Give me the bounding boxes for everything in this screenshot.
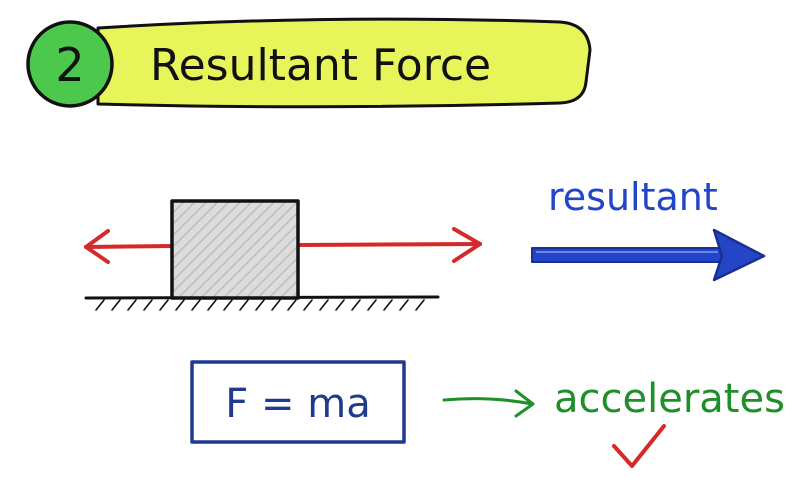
right-force-arrow	[296, 227, 482, 263]
outcome-label: accelerates	[554, 376, 785, 422]
connector-arrow	[442, 389, 535, 418]
formula-text: F = ma	[225, 381, 370, 427]
formula-box-border	[190, 360, 406, 444]
ground-hatching	[95, 299, 425, 311]
title-banner: Resultant Force	[96, 17, 592, 109]
resultant-arrow-shaft	[531, 247, 723, 263]
left-force-arrow	[84, 229, 174, 264]
formula-box: F = ma	[190, 360, 406, 444]
step-badge: 2	[26, 20, 114, 108]
resultant-arrow-head	[712, 228, 766, 282]
check-icon	[612, 424, 666, 468]
resultant-arrow	[531, 228, 766, 282]
resultant-label: resultant	[548, 175, 718, 219]
block	[170, 199, 300, 300]
title-banner-shape	[96, 17, 592, 109]
step-number: 2	[55, 38, 84, 92]
page-title: Resultant Force	[150, 40, 491, 91]
step-badge-circle	[26, 20, 114, 108]
